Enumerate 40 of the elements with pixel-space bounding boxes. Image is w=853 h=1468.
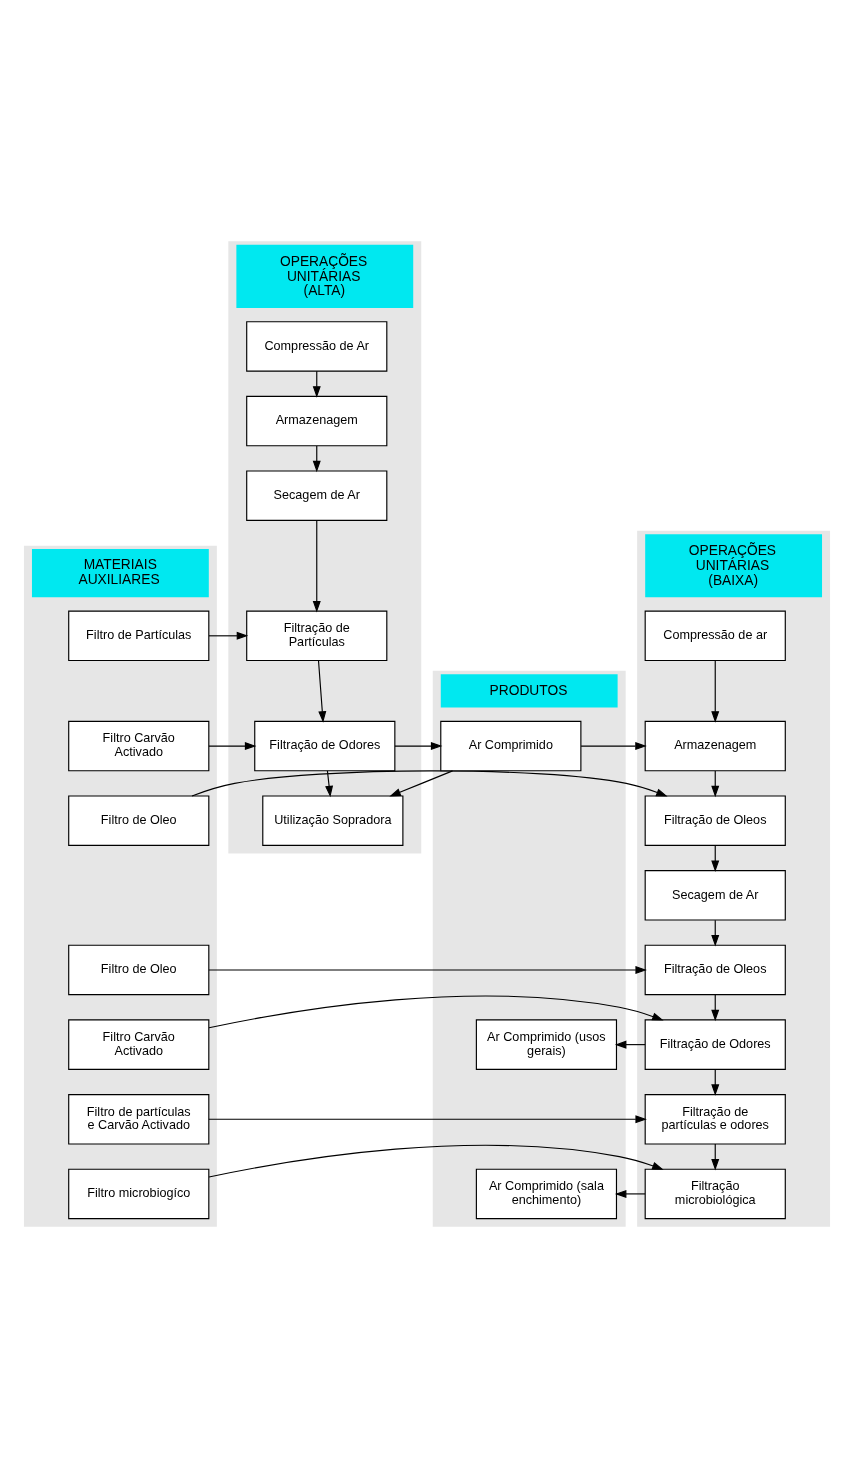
arrow: [614, 1040, 646, 1049]
node-box: Ar Comprimido (usos gerais): [475, 1019, 617, 1070]
node-box: Filtração de Partículas: [245, 610, 387, 662]
arrow: [312, 520, 321, 613]
node-box: Filtro de Partículas: [67, 610, 209, 662]
node-box: Filtração microbiológica: [644, 1168, 786, 1220]
node-box: Armazenagem: [245, 395, 387, 447]
node-box: Filtro Carvão Activado: [67, 1019, 209, 1070]
node-box: Compressão de ar: [644, 610, 786, 662]
arrow: [207, 1115, 647, 1124]
node-box: Compressão de Ar: [245, 321, 387, 372]
arrow: [207, 742, 256, 751]
node-box: Filtração de Oleos: [644, 944, 786, 996]
node-box: Filtração de Odores: [644, 1019, 786, 1070]
node-box: Ar Comprimido (sala enchimento): [475, 1168, 617, 1220]
arrow: [190, 770, 668, 797]
node-box: Utilização Sopradora: [261, 795, 403, 846]
arrow: [388, 770, 453, 797]
node-box: Secagem de Ar: [245, 470, 387, 521]
arrow: [207, 965, 647, 974]
arrow: [207, 631, 248, 640]
arrow: [614, 1189, 646, 1198]
node-box: Filtro de partículas e Carvão Activado: [67, 1094, 209, 1145]
arrow: [393, 742, 442, 751]
node-box: Filtração de partículas e odores: [644, 1094, 786, 1145]
node-box: Filtração de Odores: [253, 720, 395, 772]
node-box: Ar Comprimido: [439, 720, 581, 772]
arrow: [580, 742, 647, 751]
node-box: Armazenagem: [644, 720, 786, 772]
arrow: [324, 770, 333, 798]
node-box: Filtração de Oleos: [644, 795, 786, 846]
arrow: [207, 1144, 664, 1178]
arrow: [207, 995, 664, 1029]
node-box: Secagem de Ar: [644, 870, 786, 921]
node-box: Filtro de Oleo: [67, 944, 209, 996]
node-box: Filtro microbiogíco: [67, 1168, 209, 1220]
node-box: Filtro de Oleo: [67, 795, 209, 846]
arrow: [710, 660, 719, 723]
node-box: Filtro Carvão Activado: [67, 720, 209, 772]
arrow: [317, 660, 326, 723]
